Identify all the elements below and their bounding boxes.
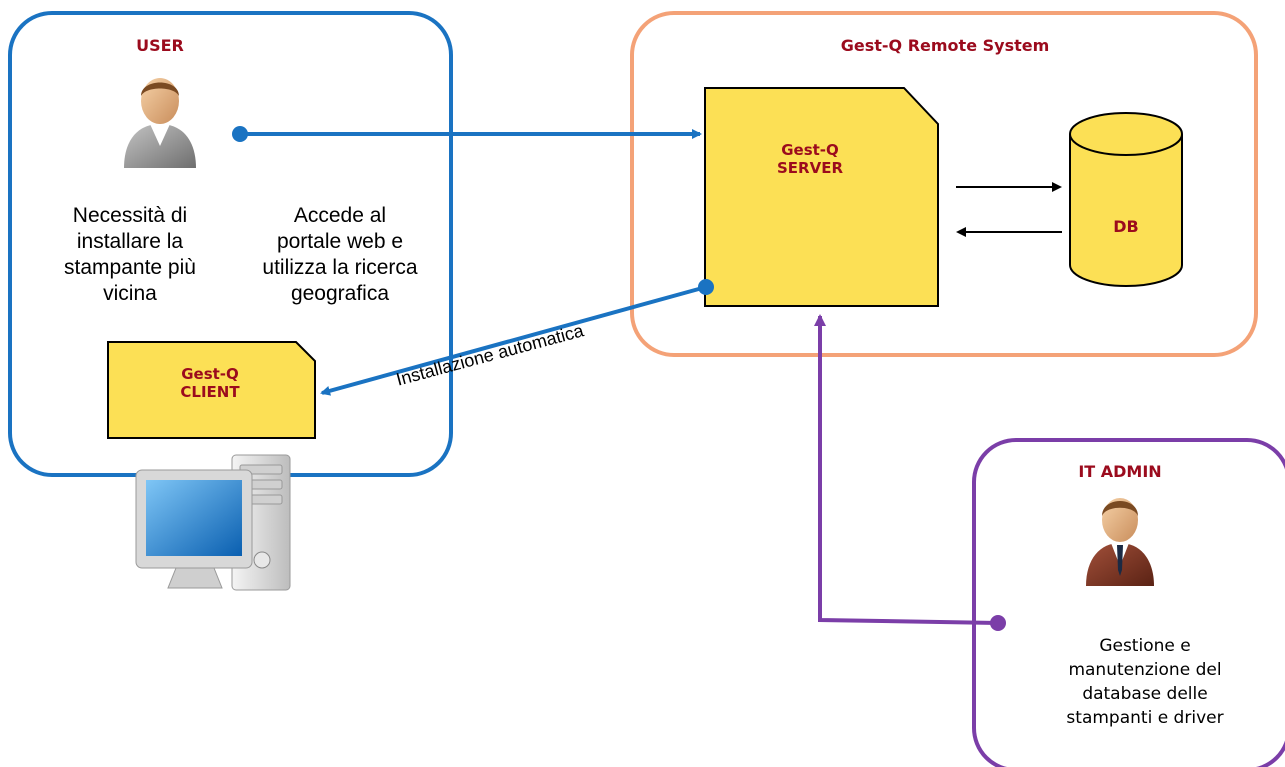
database-icon bbox=[1069, 112, 1183, 287]
server-to-client-arrow bbox=[320, 285, 707, 396]
user-need-text: Necessità di installare la stampante più… bbox=[64, 204, 196, 305]
database-label: DB bbox=[1113, 217, 1139, 236]
remote-system-title: Gest-Q Remote System bbox=[840, 36, 1050, 55]
computer-icon bbox=[135, 454, 291, 591]
client-document-label: Gest-Q CLIENT bbox=[180, 365, 240, 401]
server-document-shape bbox=[704, 87, 939, 307]
user-access-text: Accede al portale web e utilizza la rice… bbox=[262, 204, 418, 305]
user-person-icon bbox=[124, 78, 196, 168]
user-box-title: USER bbox=[136, 36, 184, 55]
admin-to-server-arrow bbox=[814, 314, 999, 625]
server-document-label: Gest-Q SERVER bbox=[776, 141, 843, 177]
server-arrow-start-dot bbox=[698, 279, 714, 295]
user-arrow-start-dot bbox=[232, 126, 248, 142]
remote-system-box bbox=[630, 11, 1258, 357]
it-admin-text: Gestione e manutenzione del database del… bbox=[1066, 636, 1224, 728]
it-admin-title: IT ADMIN bbox=[1078, 462, 1162, 481]
admin-arrow-start-dot bbox=[990, 615, 1006, 631]
admin-person-icon bbox=[1086, 498, 1154, 586]
it-admin-box bbox=[972, 438, 1285, 767]
client-document-shape bbox=[107, 341, 316, 439]
